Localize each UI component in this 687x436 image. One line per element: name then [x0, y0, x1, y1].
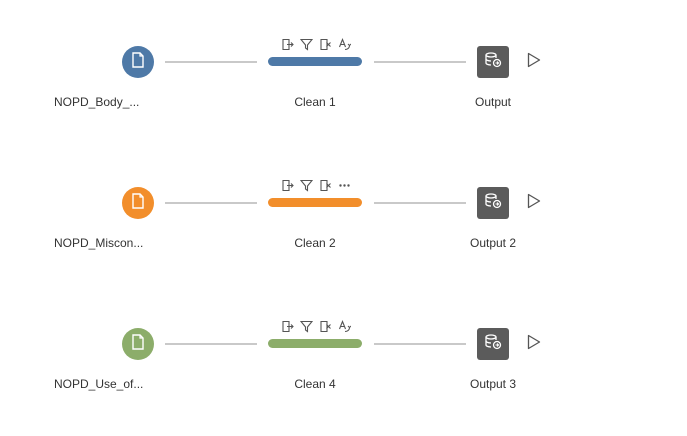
file-icon: [131, 192, 145, 214]
input-node-1[interactable]: [122, 46, 154, 78]
play-icon: [526, 334, 542, 355]
play-icon: [526, 52, 542, 73]
output-node-3[interactable]: [477, 328, 509, 360]
add-field-icon[interactable]: [281, 179, 294, 192]
add-field-icon[interactable]: [281, 38, 294, 51]
connector-line: [374, 202, 466, 204]
input-label-2: NOPD_Miscon...: [54, 236, 144, 250]
add-field-icon[interactable]: [281, 320, 294, 333]
filter-icon[interactable]: [300, 179, 313, 192]
filter-icon[interactable]: [300, 38, 313, 51]
run-flow-button-3[interactable]: [526, 334, 542, 355]
clean-label-2: Clean 2: [294, 236, 336, 250]
clean-label-3: Clean 4: [294, 377, 336, 391]
output-icon: [483, 191, 503, 216]
run-flow-button-1[interactable]: [526, 52, 542, 73]
output-node-2[interactable]: [477, 187, 509, 219]
output-label-2: Output 2: [469, 236, 517, 250]
output-icon: [483, 332, 503, 357]
clean-label-1: Clean 1: [294, 95, 336, 109]
input-node-2[interactable]: [122, 187, 154, 219]
flow-row-2: NOPD_Miscon... Clean 2 Output 2: [0, 172, 687, 252]
clean-toolbar-2: [281, 179, 351, 192]
clean-step-3[interactable]: [268, 339, 362, 348]
output-label-1: Output: [474, 95, 512, 109]
rename-icon[interactable]: [338, 38, 351, 51]
flow-row-1: NOPD_Body_... Clean 1 Output: [0, 31, 687, 111]
file-icon: [131, 333, 145, 355]
clean-step-1[interactable]: [268, 57, 362, 66]
rename-icon[interactable]: [338, 320, 351, 333]
output-icon: [483, 50, 503, 75]
flow-row-3: NOPD_Use_of... Clean 4 Output 3: [0, 313, 687, 393]
clean-toolbar-3: [281, 320, 351, 333]
input-label-1: NOPD_Body_...: [54, 95, 140, 109]
more-icon[interactable]: [338, 179, 351, 192]
input-node-3[interactable]: [122, 328, 154, 360]
clean-toolbar-1: [281, 38, 351, 51]
clean-step-2[interactable]: [268, 198, 362, 207]
file-icon: [131, 51, 145, 73]
remove-field-icon[interactable]: [319, 320, 332, 333]
remove-field-icon[interactable]: [319, 179, 332, 192]
output-node-1[interactable]: [477, 46, 509, 78]
filter-icon[interactable]: [300, 320, 313, 333]
input-label-3: NOPD_Use_of...: [54, 377, 144, 391]
connector-line: [165, 202, 257, 204]
connector-line: [165, 61, 257, 63]
connector-line: [374, 61, 466, 63]
run-flow-button-2[interactable]: [526, 193, 542, 214]
connector-line: [374, 343, 466, 345]
remove-field-icon[interactable]: [319, 38, 332, 51]
connector-line: [165, 343, 257, 345]
play-icon: [526, 193, 542, 214]
output-label-3: Output 3: [469, 377, 517, 391]
